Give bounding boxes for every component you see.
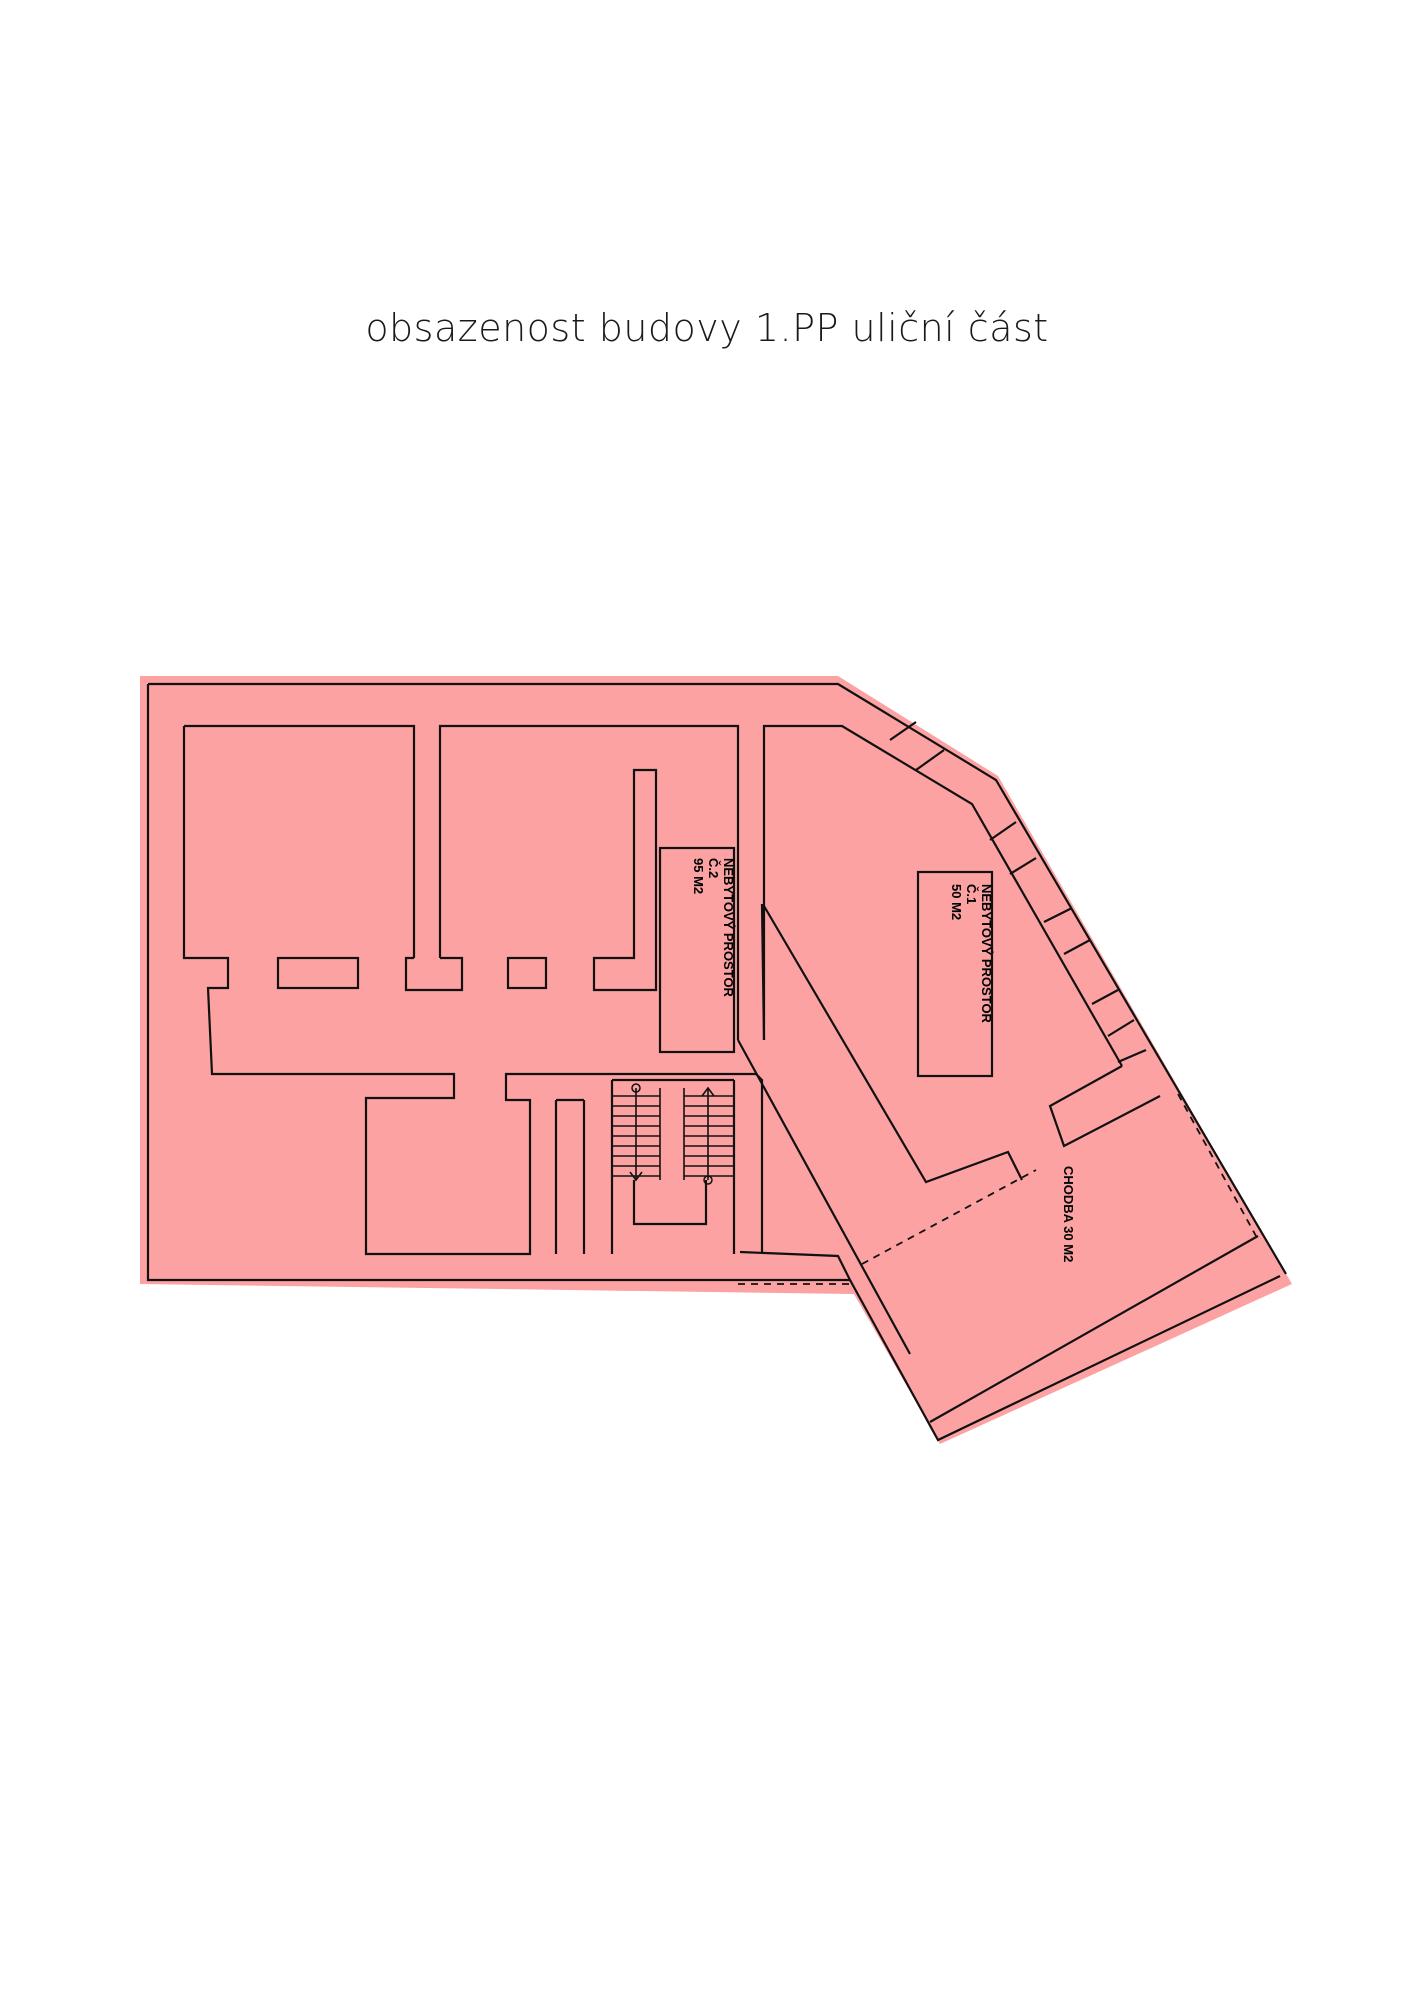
wall-segment bbox=[404, 956, 464, 992]
corridor-label: CHODBA 30 M2 bbox=[1061, 1166, 1076, 1262]
corridor-inner-wall bbox=[929, 1235, 1259, 1423]
room-2-label-line2: Č.2 bbox=[706, 858, 721, 878]
room-2-label-line1: NEBYTOVÝ PROSTOR bbox=[721, 858, 736, 998]
diagonal-wall bbox=[737, 903, 1023, 1355]
room-2-label-line3: 95 M2 bbox=[691, 858, 706, 894]
occupied-area bbox=[140, 676, 1292, 1444]
room-2-label: NEBYTOVÝ PROSTOR Č.2 95 M2 bbox=[691, 858, 736, 998]
stair-core bbox=[554, 1078, 736, 1254]
corridor-outer-wall bbox=[849, 1275, 1281, 1442]
room-1-label-box bbox=[916, 870, 994, 1078]
wall-segment bbox=[506, 956, 548, 990]
dashed-opening bbox=[861, 1169, 1037, 1265]
window-notches bbox=[889, 721, 1147, 1064]
room-1-label-line2: Č.1 bbox=[964, 884, 979, 904]
room-1-label: NEBYTOVÝ PROSTOR Č.1 50 M2 bbox=[949, 884, 994, 1024]
dashed-opening bbox=[1177, 1093, 1257, 1237]
corridor-label-text: CHODBA 30 M2 bbox=[1061, 1166, 1076, 1262]
inner-wall-left bbox=[182, 726, 764, 1256]
wall-segment bbox=[276, 956, 360, 990]
room-2-label-box bbox=[658, 846, 736, 1054]
outer-wall bbox=[148, 682, 1287, 1275]
room-1-label-line3: 50 M2 bbox=[949, 884, 964, 920]
page-title: obsazenost budovy 1.PP uliční část bbox=[365, 306, 1049, 350]
room2-partition bbox=[592, 768, 658, 992]
room1-wall bbox=[1048, 1065, 1161, 1148]
room-1-label-line1: NEBYTOVÝ PROSTOR bbox=[979, 884, 994, 1024]
inner-wall-top bbox=[184, 724, 1123, 1067]
